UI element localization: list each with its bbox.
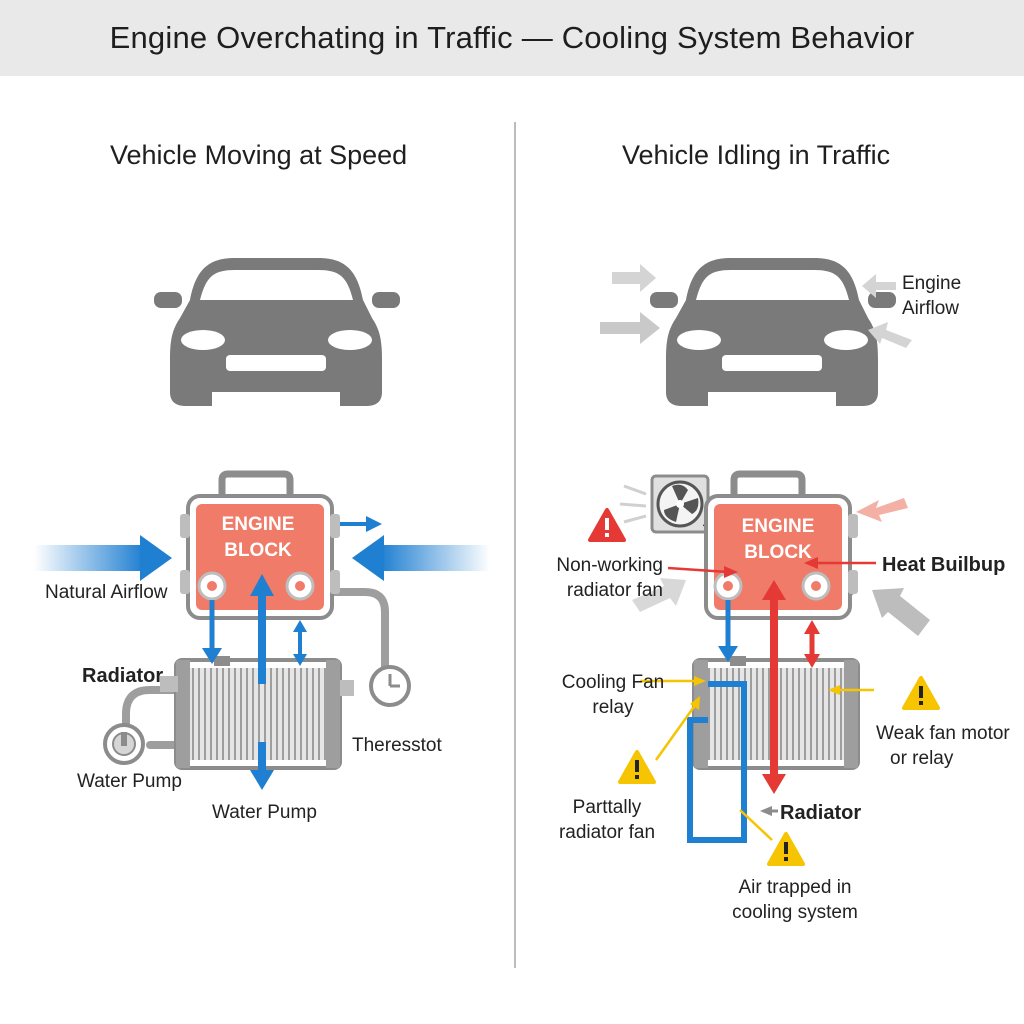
radiator-right-label: Radiator (780, 802, 862, 824)
engine-label-line2: BLOCK (224, 540, 292, 561)
heat-flow-arrows (762, 580, 820, 794)
engine-airflow-line1: Engine (902, 273, 962, 294)
cooling-fan-line1: Cooling Fan (561, 672, 665, 693)
engine-label-line1: ENGINE (222, 514, 295, 535)
airflow-arrowhead-right (352, 535, 384, 581)
natural-airflow-arrowhead (140, 535, 172, 581)
thermostat-label: Theresstot (352, 735, 442, 756)
engine-airflow-label: Engine Airflow (902, 272, 961, 321)
partially-line1: Parttally (572, 797, 642, 818)
left-panel-heading: Vehicle Moving at Speed (110, 140, 408, 170)
weak-fan-line2: or relay (890, 747, 954, 769)
coolant-flow-arrows (202, 574, 307, 790)
weak-airflow-arrows (600, 264, 912, 348)
heat-buildup-label: Heat Builbup (882, 554, 1006, 576)
coolant-loop (687, 681, 747, 843)
warning-icon (902, 676, 940, 710)
natural-airflow-arrow (34, 545, 144, 571)
fan-icon (619, 474, 710, 534)
non-working-fan-label: Non-working radiator fan (553, 554, 663, 603)
engine-block: ENGINE BLOCK (180, 494, 340, 620)
right-panel-heading: Vehicle Idling in Traffic (622, 140, 891, 170)
warning-icon (588, 508, 626, 542)
panel-divider (514, 122, 516, 968)
engine-label-line2: BLOCK (744, 542, 812, 563)
warning-icon (618, 750, 656, 784)
car-icon (650, 258, 896, 406)
radiator-icon (160, 656, 354, 770)
cooling-fan-relay-label: Cooling Fan relay (561, 671, 665, 720)
weak-fan-line1: Weak fan motor (876, 723, 1010, 744)
engine-label-line1: ENGINE (742, 516, 815, 537)
pump-icon (103, 723, 145, 765)
air-trapped-line1: Air trapped in (738, 877, 852, 898)
water-pump-bottom-label: Water Pump (212, 802, 317, 823)
title-bar: Engine Overchating in Traffic — Cooling … (0, 0, 1024, 76)
coolant-hoses (122, 588, 389, 749)
natural-airflow-label: Natural Airflow (45, 582, 168, 603)
air-trapped-line2: cooling system (732, 901, 858, 923)
water-pump-side-label: Water Pump (77, 771, 182, 792)
gauge-icon (369, 665, 411, 707)
engine-block: ENGINE BLOCK (704, 494, 858, 620)
cooling-fan-line2: relay (592, 696, 634, 718)
non-working-line2: radiator fan (566, 579, 663, 601)
car-icon (154, 258, 400, 406)
warning-icon (767, 832, 805, 866)
weak-fan-label: Weak fan motor or relay (876, 722, 1010, 771)
radiator-label: Radiator (82, 665, 164, 687)
non-working-line1: Non-working (556, 555, 663, 576)
airflow-arrow-right (380, 545, 490, 571)
air-trapped-label: Air trapped in cooling system (728, 876, 862, 925)
partially-radiator-fan-label: Parttally radiator fan (555, 796, 659, 845)
page-title: Engine Overchating in Traffic — Cooling … (109, 20, 915, 55)
partially-line2: radiator fan (558, 821, 656, 843)
engine-airflow-line2: Airflow (902, 297, 960, 319)
